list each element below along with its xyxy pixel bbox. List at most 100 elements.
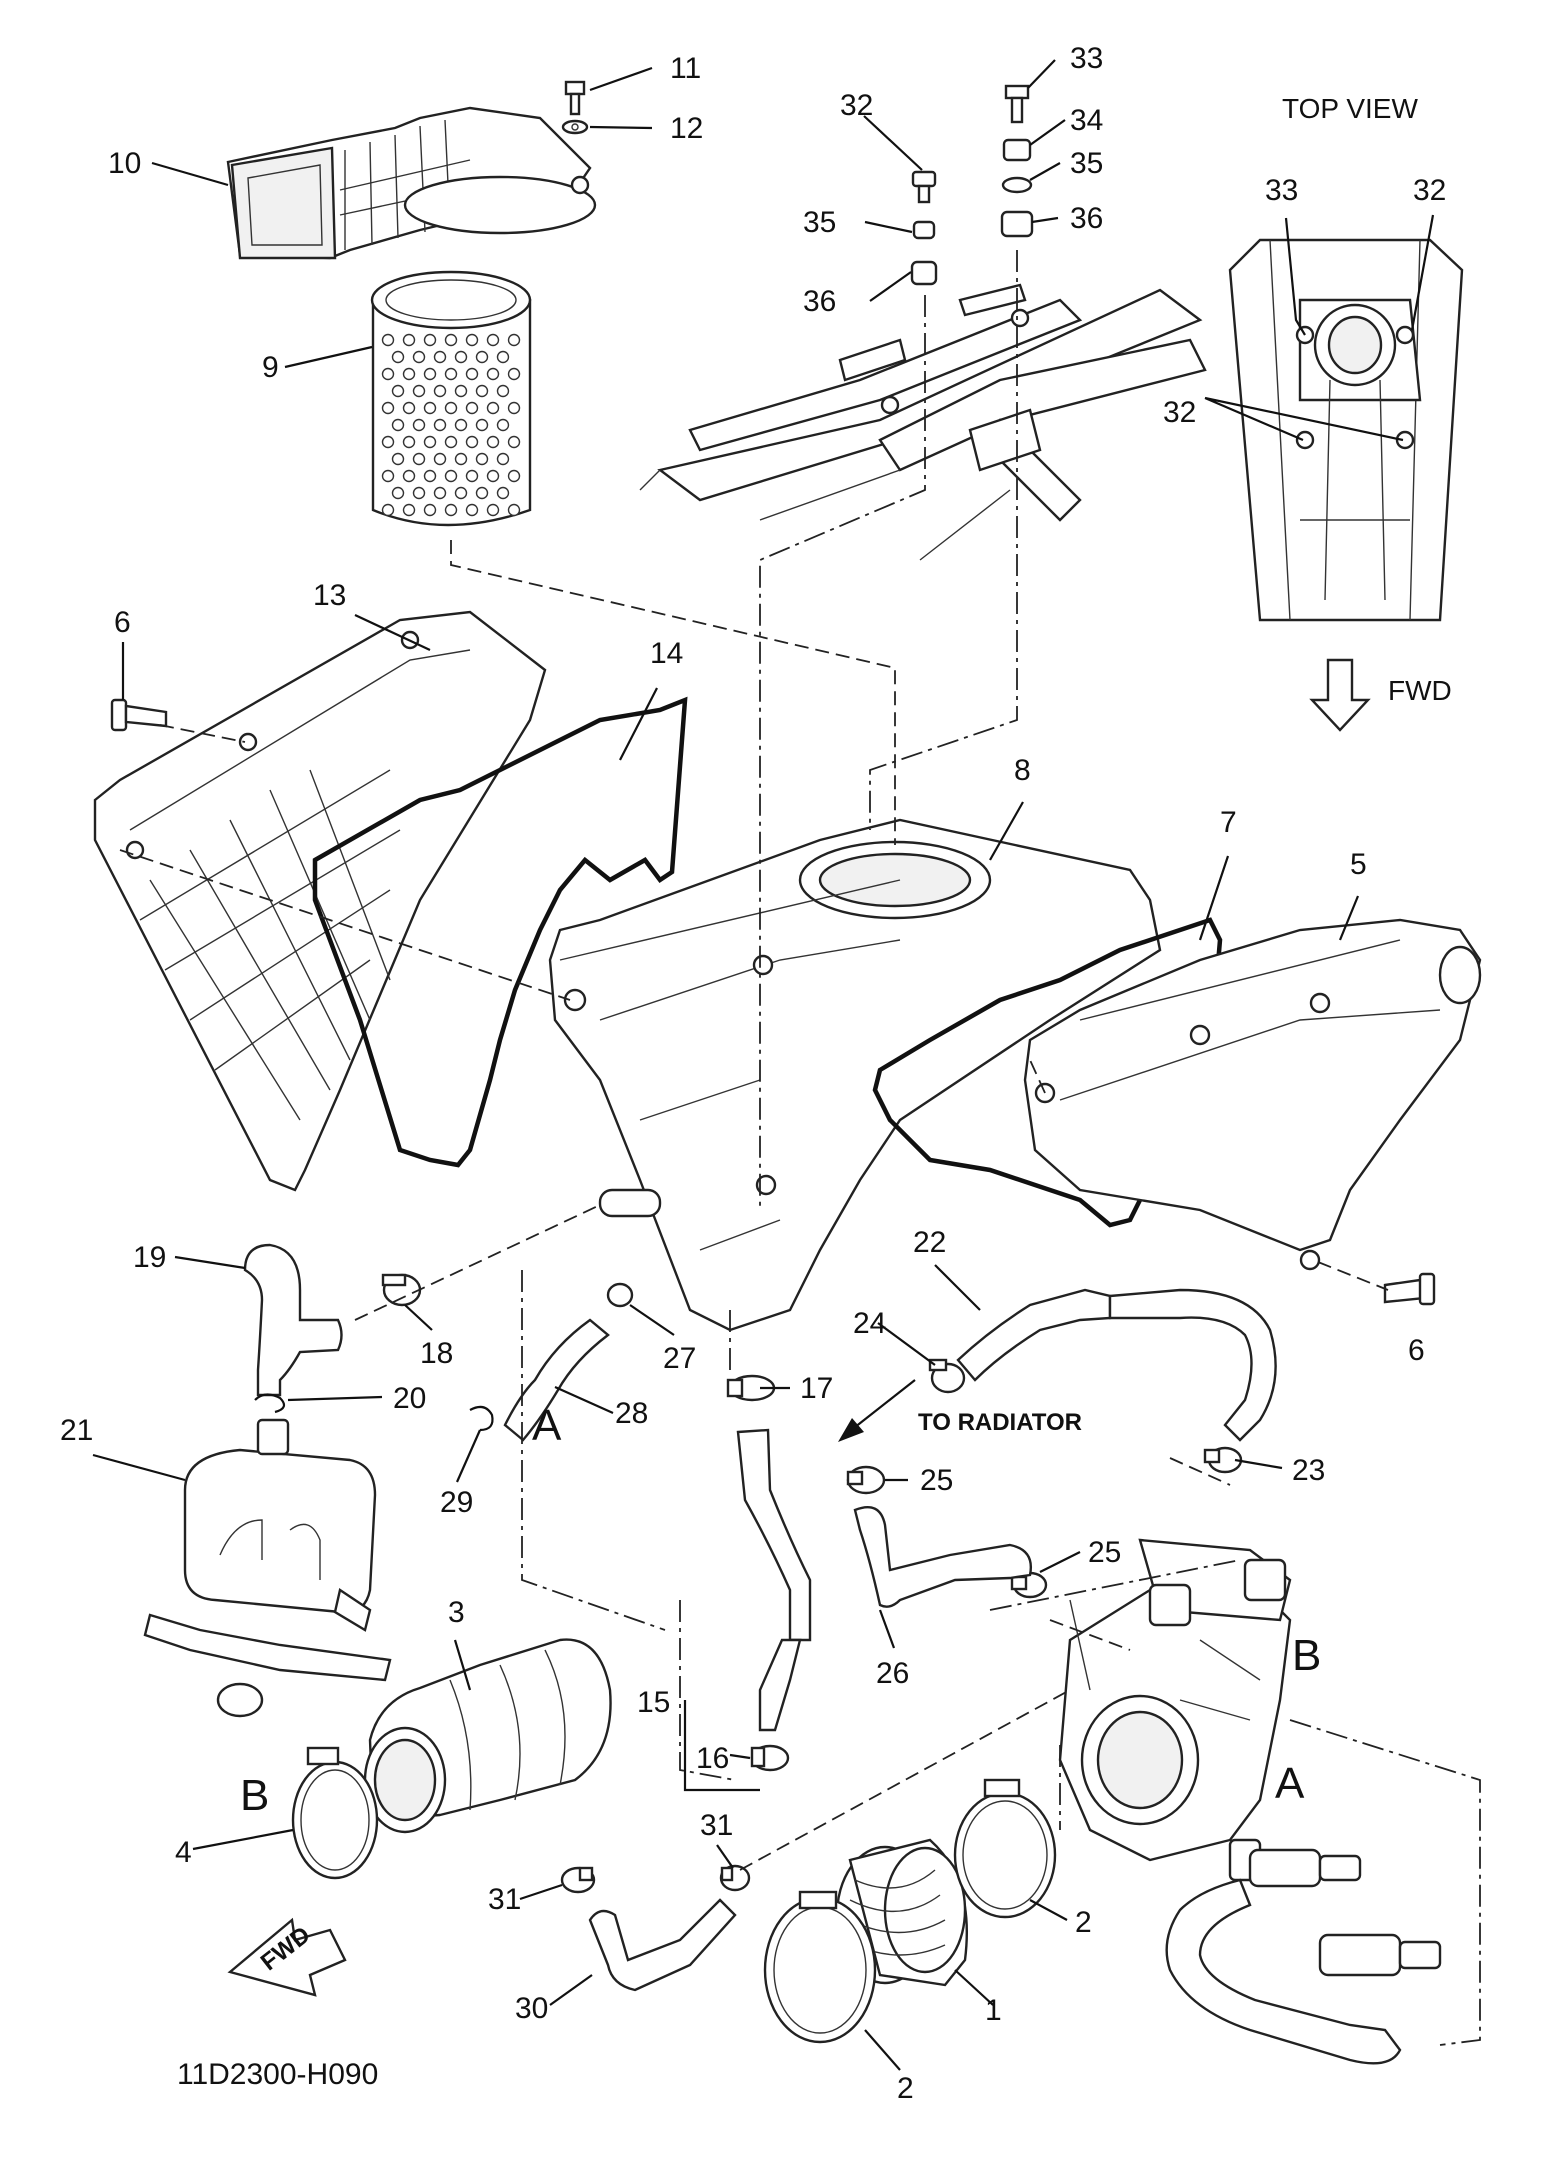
callout-29: 29 xyxy=(440,1486,473,1519)
filter-hole xyxy=(465,503,479,517)
callout-21: 21 xyxy=(60,1414,93,1447)
joint-3-drawing xyxy=(363,1638,612,1834)
callout-6-right: 6 xyxy=(1408,1334,1425,1367)
filter-hole xyxy=(391,384,405,398)
clamp-17-drawing xyxy=(726,1374,776,1402)
filter-hole xyxy=(381,367,395,381)
filter-hole xyxy=(381,435,395,449)
intake-boot-1-drawing xyxy=(835,1838,969,1987)
filter-hole xyxy=(391,418,405,432)
callout-30: 30 xyxy=(515,1992,548,2025)
callout-labels: 11 12 10 9 32 35 36 33 34 35 36 13 6 14 … xyxy=(60,42,1425,2105)
callout-36: 36 xyxy=(803,285,836,318)
filter-hole xyxy=(381,401,395,415)
filter-hole xyxy=(412,452,426,466)
clamp-2-lower-drawing xyxy=(763,1890,877,2044)
assembly-lines xyxy=(119,250,1481,2046)
callout-23: 23 xyxy=(1292,1454,1325,1487)
to-radiator-label: TO RADIATOR xyxy=(918,1409,1082,1436)
callout-31-right: 31 xyxy=(700,1809,733,1842)
top-view-fwd-arrow xyxy=(1309,658,1371,732)
filter-hole xyxy=(423,469,437,483)
marker-a-left: A xyxy=(532,1401,562,1450)
bolt-32-drawing xyxy=(910,170,938,286)
hose-26-drawing xyxy=(853,1505,1032,1608)
filter-hole xyxy=(507,435,521,449)
callout-33: 33 xyxy=(1070,42,1103,75)
filter-hole xyxy=(496,350,510,364)
hose-30-drawing xyxy=(588,1898,737,1992)
air-filter-element-drawing xyxy=(370,270,532,527)
top-view-callout-32-top: 32 xyxy=(1413,174,1446,207)
filter-hole xyxy=(454,418,468,432)
callout-3: 3 xyxy=(448,1596,465,1629)
filter-hole xyxy=(402,503,416,517)
filter-hole xyxy=(507,333,521,347)
filter-hole xyxy=(402,333,416,347)
throttle-body-drawing xyxy=(1058,1538,1292,1882)
callout-2-bottom: 2 xyxy=(897,2072,914,2105)
filter-hole xyxy=(391,486,405,500)
filter-hole xyxy=(444,367,458,381)
filter-hole xyxy=(465,367,479,381)
callout-27: 27 xyxy=(663,1342,696,1375)
section-markers: A B B A xyxy=(240,1401,1321,1820)
callout-22: 22 xyxy=(913,1226,946,1259)
callout-11: 11 xyxy=(670,52,701,85)
filter-hole xyxy=(507,367,521,381)
clamp-2-upper-drawing xyxy=(953,1778,1057,1919)
filter-hole xyxy=(423,401,437,415)
filter-hole xyxy=(433,350,447,364)
clip-29-drawing xyxy=(469,1405,494,1432)
elbow-hose-19-drawing xyxy=(243,1243,343,1397)
filter-hole xyxy=(412,384,426,398)
filter-hole xyxy=(391,350,405,364)
hose-22-right-drawing xyxy=(1108,1288,1277,1442)
callout-36b: 36 xyxy=(1070,202,1103,235)
callout-25-lower: 25 xyxy=(1088,1536,1121,1569)
clamp-4-drawing xyxy=(291,1746,379,1880)
callout-4: 4 xyxy=(175,1836,192,1869)
top-view-fwd-label: FWD xyxy=(1388,675,1452,706)
callout-7: 7 xyxy=(1220,806,1237,839)
filter-hole xyxy=(433,486,447,500)
filter-hole xyxy=(486,401,500,415)
diagram-code: 11D2300-H090 xyxy=(177,2058,378,2091)
filter-hole xyxy=(423,503,437,517)
bolt-11-drawing xyxy=(561,80,589,135)
filter-hole xyxy=(496,452,510,466)
filter-hole xyxy=(507,469,521,483)
filter-hole xyxy=(486,333,500,347)
filter-hole xyxy=(454,384,468,398)
filter-hole xyxy=(486,469,500,483)
filter-hole xyxy=(423,333,437,347)
filter-hole xyxy=(381,469,395,483)
to-radiator-arrowhead xyxy=(838,1418,864,1442)
callout-1: 1 xyxy=(985,1994,1002,2027)
clip-20-drawing xyxy=(254,1393,286,1414)
callout-19: 19 xyxy=(133,1241,166,1274)
callout-5: 5 xyxy=(1350,848,1367,881)
filter-hole xyxy=(444,503,458,517)
bolt-33-drawing xyxy=(1000,84,1034,238)
callout-18: 18 xyxy=(420,1337,453,1370)
filter-hole xyxy=(486,503,500,517)
filter-hole xyxy=(465,401,479,415)
filter-hole xyxy=(496,486,510,500)
filter-hole xyxy=(454,452,468,466)
filter-hole xyxy=(454,350,468,364)
filter-hole xyxy=(475,452,489,466)
top-view-callout-32-bottom: 32 xyxy=(1163,396,1196,429)
filter-hole xyxy=(433,384,447,398)
callout-28: 28 xyxy=(615,1397,648,1430)
top-view-callout-33: 33 xyxy=(1265,174,1298,207)
drain-hose-15-lower-drawing xyxy=(758,1638,802,1732)
filter-hole xyxy=(433,452,447,466)
screw-6-left-drawing xyxy=(110,698,168,732)
filter-hole xyxy=(475,486,489,500)
filter-hole xyxy=(412,486,426,500)
marker-a-right: A xyxy=(1275,1759,1305,1808)
filter-hole xyxy=(402,435,416,449)
filter-hole xyxy=(381,503,395,517)
